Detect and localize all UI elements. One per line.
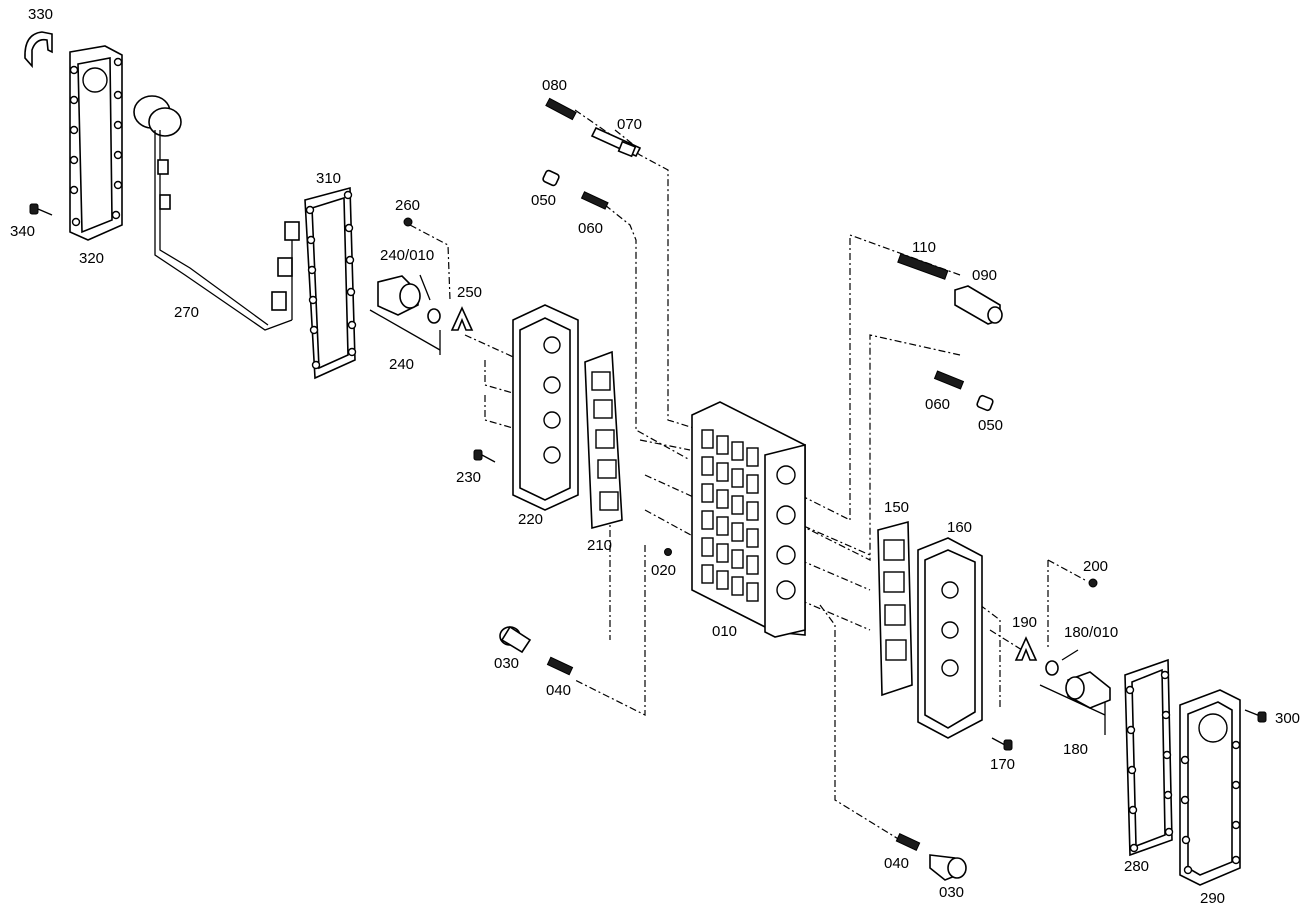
gasket-280 [1124, 658, 1174, 857]
plug-050-b [976, 394, 994, 412]
leader-lines [409, 109, 1086, 841]
label-060-b: 060 [925, 396, 950, 413]
label-270: 270 [174, 304, 199, 321]
part-labels: 330 320 340 270 310 260 240/010 250 240 … [10, 6, 1300, 907]
label-040-b: 040 [884, 855, 909, 872]
label-190: 190 [1012, 614, 1037, 631]
plug-030-a [499, 625, 532, 654]
screw-300 [1244, 709, 1267, 723]
label-080: 080 [542, 77, 567, 94]
label-320: 320 [79, 250, 104, 267]
label-050-b: 050 [978, 417, 1003, 434]
label-160: 160 [947, 519, 972, 536]
spring-040-b [895, 833, 921, 851]
spring-060-b [933, 370, 965, 390]
screw-340 [29, 203, 53, 216]
label-200: 200 [1083, 558, 1108, 575]
label-340: 340 [10, 223, 35, 240]
label-040-a: 040 [546, 682, 571, 699]
label-230: 230 [456, 469, 481, 486]
label-250: 250 [457, 284, 482, 301]
label-020: 020 [651, 562, 676, 579]
cover-plate-320 [69, 45, 123, 241]
label-090: 090 [972, 267, 997, 284]
label-260: 260 [395, 197, 420, 214]
plug-030-b [929, 854, 967, 881]
label-180-010: 180/010 [1064, 624, 1118, 641]
spring-040-a [546, 656, 574, 676]
label-170: 170 [990, 756, 1015, 773]
retaining-clip-190 [1014, 636, 1038, 661]
valve-housing-160 [917, 537, 983, 739]
label-300: 300 [1275, 710, 1300, 727]
label-180: 180 [1063, 741, 1088, 758]
label-240-010: 240/010 [380, 247, 434, 264]
gasket-210 [584, 350, 623, 530]
spring-060-a [580, 191, 609, 210]
label-310: 310 [316, 170, 341, 187]
solenoid-180 [1045, 660, 1111, 709]
label-280: 280 [1124, 858, 1149, 875]
wiring-harness-270 [133, 95, 300, 331]
screw-200 [1088, 578, 1098, 588]
label-290: 290 [1200, 890, 1225, 907]
label-210: 210 [587, 537, 612, 554]
gasket-150 [877, 520, 913, 697]
spring-110 [897, 253, 949, 280]
label-070: 070 [617, 116, 642, 133]
cover-plate-290 [1179, 689, 1241, 886]
label-050-a: 050 [531, 192, 556, 209]
retaining-clip-250 [450, 306, 474, 331]
screw-260 [403, 217, 413, 227]
label-060-a: 060 [578, 220, 603, 237]
valve-body-010 [691, 401, 806, 638]
clip-330 [24, 31, 53, 69]
label-110: 110 [912, 239, 936, 256]
ball-020 [664, 548, 672, 556]
piston-090 [954, 285, 1003, 325]
valve-housing-220 [512, 304, 579, 511]
spring-080 [545, 97, 577, 121]
label-030-b: 030 [939, 884, 964, 901]
label-220: 220 [518, 511, 543, 528]
gasket-310 [304, 186, 357, 380]
pin-070 [590, 126, 642, 158]
screw-170 [991, 737, 1013, 751]
label-010: 010 [712, 623, 737, 640]
label-030-a: 030 [494, 655, 519, 672]
screw-230 [473, 449, 496, 463]
plug-050-a [542, 169, 560, 187]
label-240: 240 [389, 356, 414, 373]
label-150: 150 [884, 499, 909, 516]
solenoid-240 [377, 275, 441, 324]
label-330: 330 [28, 6, 53, 23]
